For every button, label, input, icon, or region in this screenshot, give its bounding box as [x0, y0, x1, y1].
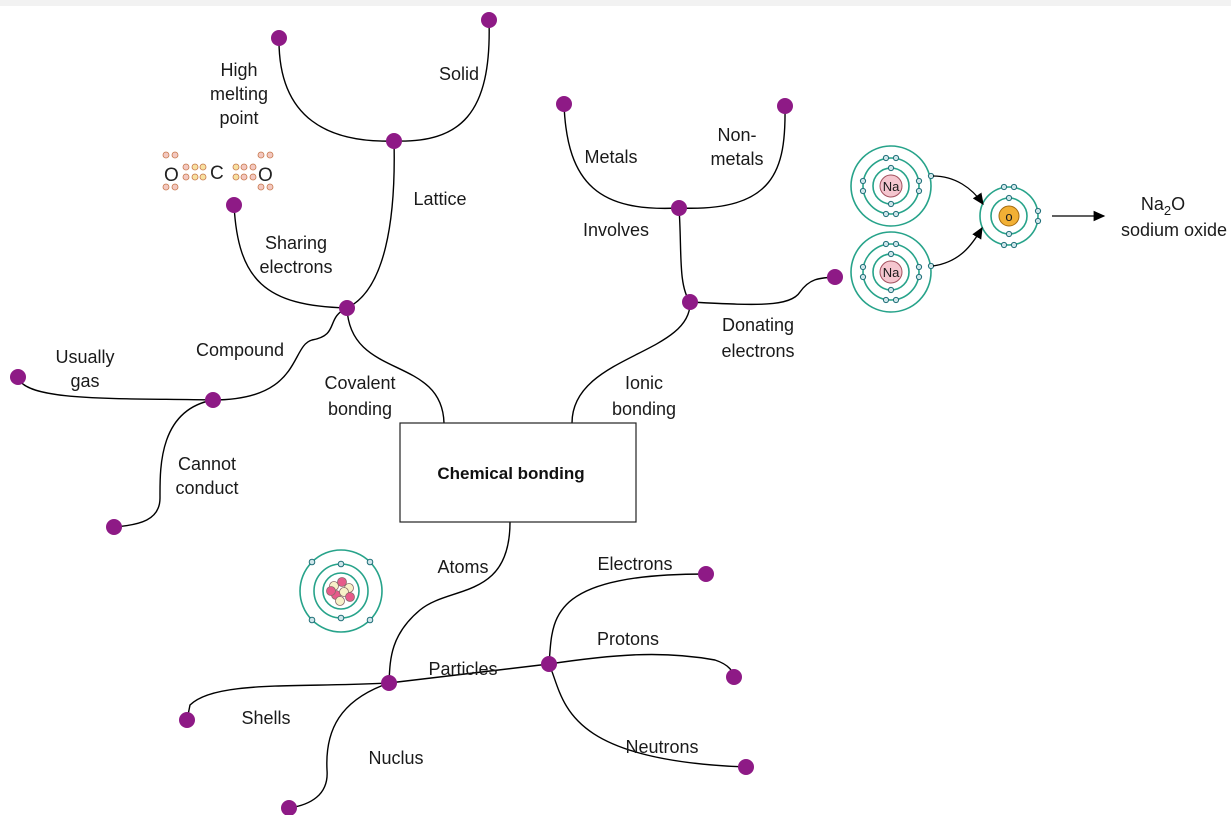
node-donating-hub — [682, 294, 698, 310]
co2-o-left: O — [164, 165, 179, 186]
label-nonmetals: Non-metals — [710, 125, 763, 169]
arrow-na-bottom-to-o — [932, 226, 983, 267]
na-bottom-label: Na — [883, 265, 900, 280]
link-atoms-particles — [388, 663, 550, 684]
co2-lewis-illustration: O C O — [162, 151, 274, 191]
link-particles-protons — [548, 653, 735, 678]
node-compound-hub — [205, 392, 221, 408]
link-lattice-high-melting — [278, 37, 395, 142]
node-protons — [726, 669, 742, 685]
link-atoms-shells — [186, 682, 390, 721]
link-compound-conduct — [113, 399, 214, 528]
node-neutrons — [738, 759, 754, 775]
top-strip — [0, 0, 1231, 6]
link-atoms-central — [388, 521, 511, 684]
atom-electrons — [308, 558, 374, 624]
link-atoms-nucleus — [288, 682, 390, 809]
label-particles: Particles — [428, 659, 497, 679]
na-atom-top: Na — [850, 145, 935, 227]
node-cannot-conduct — [106, 519, 122, 535]
central-label: Chemical bonding — [437, 464, 584, 483]
co2-electron-dots — [162, 151, 274, 191]
node-nonmetals — [777, 98, 793, 114]
node-involves-hub — [671, 200, 687, 216]
label-shells: Shells — [241, 708, 290, 728]
label-atoms: Atoms — [437, 557, 488, 577]
label-electrons: Electrons — [597, 554, 672, 574]
link-lattice-solid — [393, 19, 490, 142]
connector-lines — [17, 19, 836, 809]
na-top-label: Na — [883, 179, 900, 194]
label-involves: Involves — [583, 220, 649, 240]
link-compound-gas — [17, 376, 214, 401]
link-involves-metals — [563, 103, 680, 210]
link-particles-electrons — [548, 573, 707, 665]
node-sharing — [226, 197, 242, 213]
atom-illustration — [299, 549, 383, 633]
link-involves-nonmetals — [678, 105, 786, 209]
link-covalent-compound — [212, 307, 348, 401]
product-name: sodium oxide — [1121, 220, 1227, 240]
ionic-example-illustration: Na Na — [850, 145, 1227, 313]
arrow-na-top-to-o — [932, 175, 984, 206]
node-particles-hub — [541, 656, 557, 672]
central-topic: Chemical bonding — [399, 422, 637, 523]
node-electrons — [698, 566, 714, 582]
link-covalent-central — [346, 307, 445, 424]
link-lattice-covalent — [346, 140, 395, 309]
link-donating-example — [689, 276, 836, 306]
o-label: o — [1005, 209, 1012, 224]
node-high-melting — [271, 30, 287, 46]
label-neutrons: Neutrons — [625, 737, 698, 757]
label-nucleus: Nuclus — [368, 748, 423, 768]
label-protons: Protons — [597, 629, 659, 649]
node-metals — [556, 96, 572, 112]
node-solid — [481, 12, 497, 28]
node-lattice — [386, 133, 402, 149]
o-atom: o — [979, 183, 1042, 249]
label-lattice: Lattice — [413, 189, 466, 209]
central-box — [399, 422, 637, 523]
product-formula: Na2O — [1141, 194, 1185, 218]
node-ionic-example — [827, 269, 843, 285]
label-compound: Compound — [196, 340, 284, 360]
node-nucleus — [281, 800, 297, 815]
na-atom-bottom: Na — [850, 231, 935, 313]
co2-c: C — [210, 163, 224, 184]
link-involves-donating — [678, 207, 691, 303]
atom-nucleus — [326, 577, 355, 606]
nodes — [10, 12, 843, 815]
label-solid: Solid — [439, 64, 479, 84]
label-metals: Metals — [584, 147, 637, 167]
link-ionic-central — [571, 301, 691, 424]
link-particles-neutrons — [548, 663, 747, 768]
co2-o-right: O — [258, 165, 273, 186]
link-sharing-covalent — [233, 204, 348, 309]
node-covalent-hub — [339, 300, 355, 316]
node-usually-gas — [10, 369, 26, 385]
node-atoms-hub — [381, 675, 397, 691]
node-shells — [179, 712, 195, 728]
